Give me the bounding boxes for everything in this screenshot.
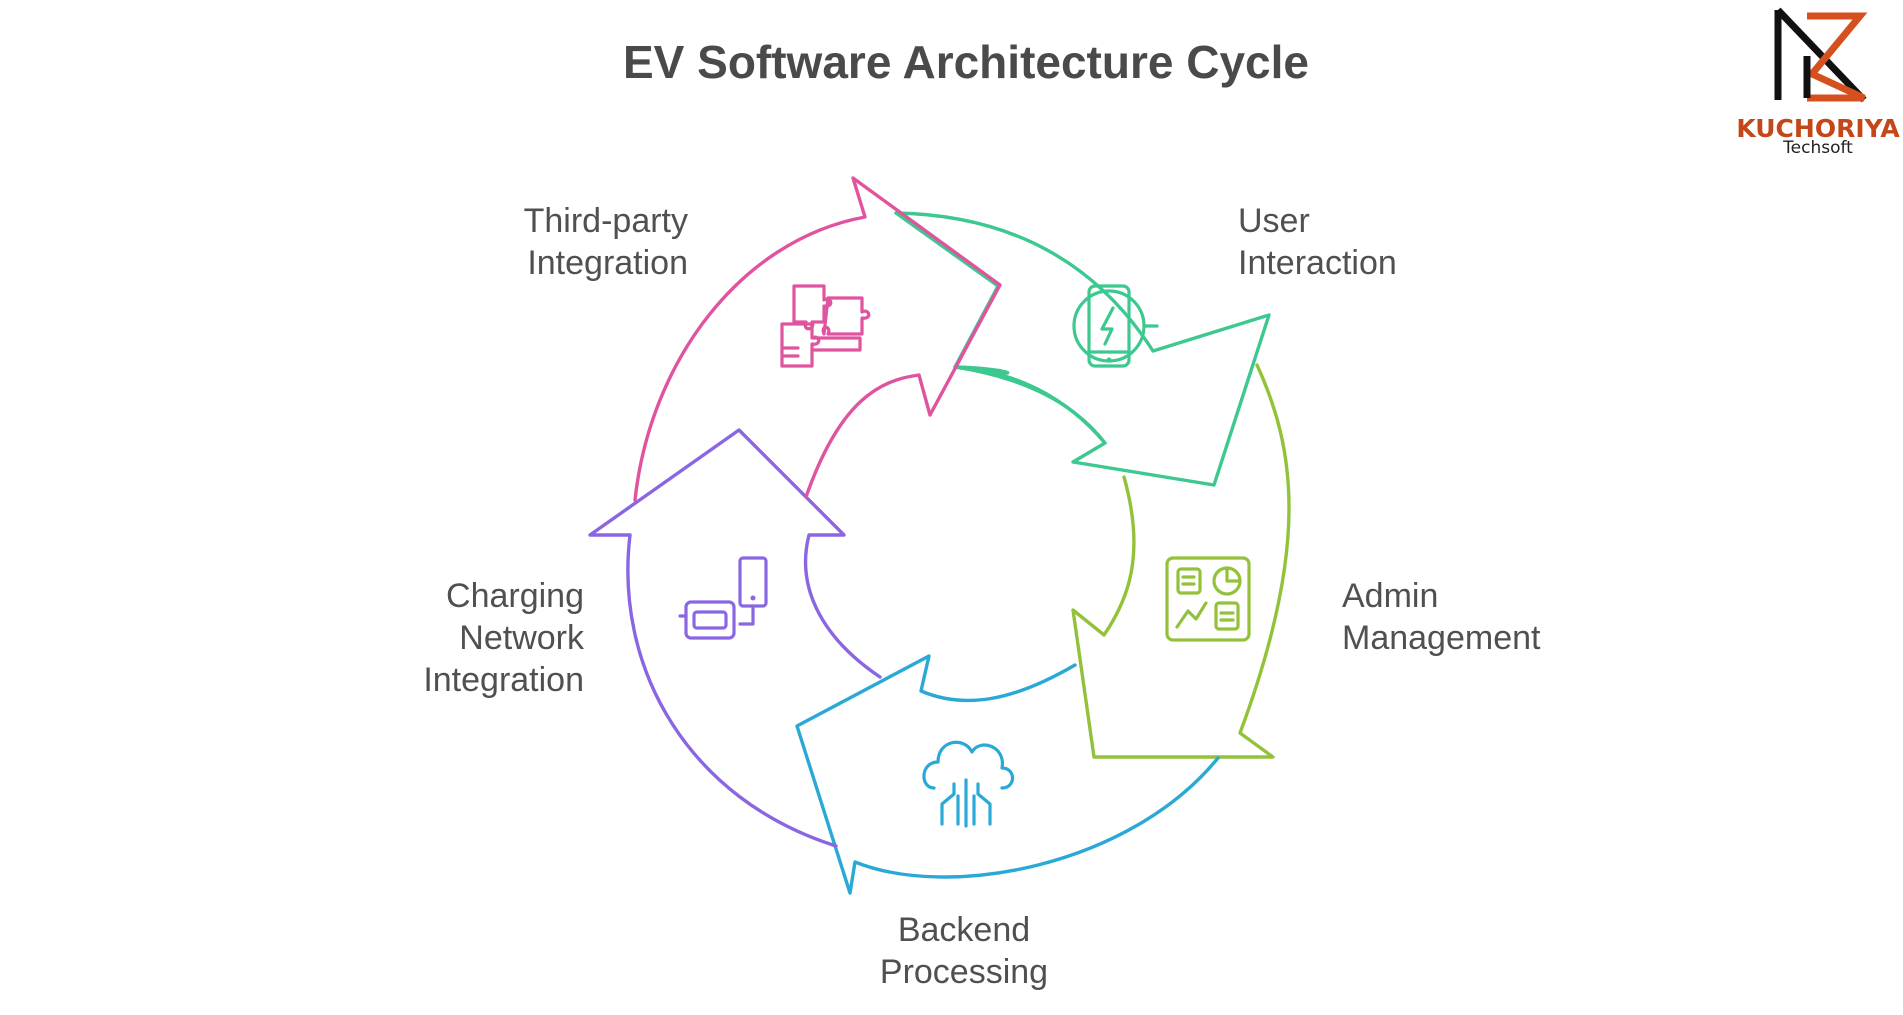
stage-label-line: Integration [423, 661, 584, 699]
phone-charging-icon [1072, 284, 1159, 368]
puzzle-icon [780, 284, 871, 368]
arrow-user-interaction-outer [894, 211, 1000, 369]
arrow-user-interaction [894, 211, 1271, 487]
arrow-third-party-integration [633, 176, 1002, 502]
stage-label-line: Backend [898, 911, 1030, 949]
arrow-user-interaction-inner [953, 365, 1107, 445]
dashboard-icon [1165, 556, 1251, 642]
company-logo: KUCHORIYA Techsoft [1736, 7, 1900, 158]
page-title: EV Software Architecture Cycle [623, 36, 1309, 88]
stage-label-line: Interaction [1238, 244, 1397, 282]
label-charging-network-integration: Charging Network Integration [423, 577, 585, 699]
stage-label-line: Network [459, 619, 585, 657]
cloud-network-icon [922, 740, 1015, 828]
label-admin-management: Admin Management [1342, 577, 1541, 657]
arrow-backend-processing [795, 654, 1220, 895]
stage-label-line: Admin [1342, 577, 1438, 615]
stage-label-line: Integration [527, 244, 688, 282]
stage-label-line: User [1238, 202, 1310, 240]
label-backend-processing: Backend Processing [880, 911, 1048, 991]
logo-sub-text: Techsoft [1782, 138, 1853, 158]
stage-label-line: Processing [880, 953, 1048, 991]
label-third-party-integration: Third-party Integration [524, 202, 688, 282]
charger-icon [678, 556, 768, 640]
label-user-interaction: User Interaction [1238, 202, 1397, 282]
stage-label-line: Third-party [524, 202, 688, 240]
arrow-charging-network-integration [588, 428, 882, 848]
stage-label-line: Management [1342, 619, 1541, 657]
stage-label-line: Charging [446, 577, 584, 615]
arrow-admin-management [1071, 363, 1291, 759]
logo-brand-text: KUCHORIYA [1736, 114, 1900, 143]
cycle-arrows [588, 176, 1291, 895]
